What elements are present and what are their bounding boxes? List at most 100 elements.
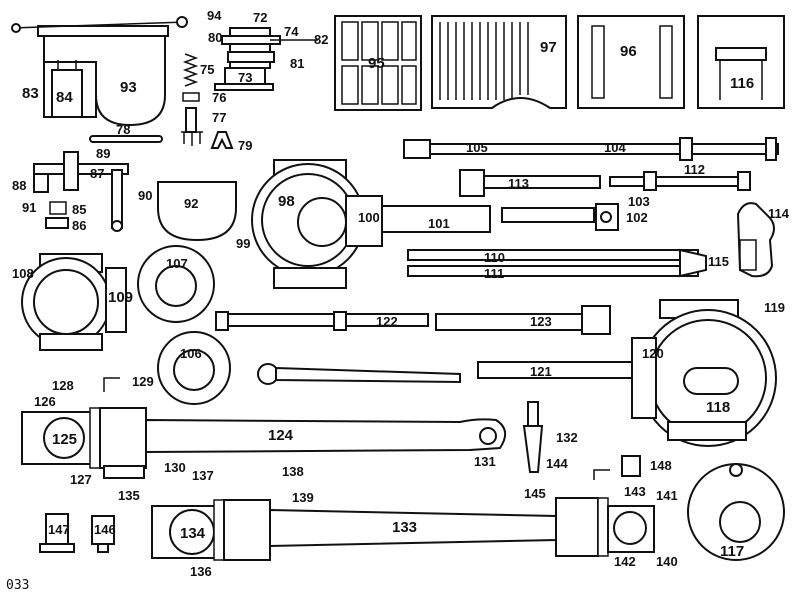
label-92: 92 xyxy=(184,196,198,211)
label-117: 117 xyxy=(720,543,744,560)
label-122: 122 xyxy=(376,314,398,329)
label-126: 126 xyxy=(34,394,56,409)
label-99: 99 xyxy=(236,236,250,251)
label-135: 135 xyxy=(118,488,140,503)
label-121: 121 xyxy=(530,364,552,379)
part-106-disc xyxy=(157,331,231,405)
part-122-rod xyxy=(215,311,429,331)
part-labels: 94 72 74 80 82 81 73 75 76 77 79 78 83 8… xyxy=(12,8,790,579)
part-107-disc xyxy=(137,245,215,323)
label-147: 147 xyxy=(48,522,70,537)
label-97: 97 xyxy=(540,39,557,56)
part-104-rod xyxy=(403,137,779,161)
label-143: 143 xyxy=(624,484,646,499)
label-130: 130 xyxy=(164,460,186,475)
part-133-connecting-rod xyxy=(151,469,655,561)
label-75: 75 xyxy=(200,62,214,77)
part-115-slot xyxy=(739,239,757,271)
label-87: 87 xyxy=(90,166,104,181)
part-123-rod xyxy=(435,305,611,335)
label-133: 133 xyxy=(392,519,417,536)
label-85: 85 xyxy=(72,202,86,217)
label-73: 73 xyxy=(238,70,252,85)
part-76-block xyxy=(182,92,200,102)
label-119: 119 xyxy=(764,300,785,315)
part-78-rod xyxy=(89,135,163,143)
label-115: 115 xyxy=(708,254,729,269)
part-96-plate xyxy=(577,15,685,109)
label-93: 93 xyxy=(120,79,137,96)
label-90: 90 xyxy=(138,188,152,203)
part-77-fork xyxy=(181,107,203,146)
label-105: 105 xyxy=(466,140,488,155)
label-134: 134 xyxy=(180,525,206,542)
label-104: 104 xyxy=(604,140,626,155)
part-116-housing xyxy=(697,15,785,109)
part-85-block xyxy=(45,201,69,229)
label-138: 138 xyxy=(282,464,304,479)
label-80: 80 xyxy=(208,30,222,45)
label-109: 109 xyxy=(108,289,133,306)
label-98: 98 xyxy=(278,193,295,210)
part-92-plate xyxy=(157,181,237,242)
part-121-rod xyxy=(257,361,633,385)
label-79: 79 xyxy=(238,138,252,153)
part-147-fitting xyxy=(39,513,75,553)
label-131: 131 xyxy=(474,454,496,469)
part-148-nut xyxy=(621,455,641,477)
label-141: 141 xyxy=(656,488,678,503)
label-111: 111 xyxy=(484,266,504,281)
part-79-claw xyxy=(210,131,234,149)
label-88: 88 xyxy=(12,178,26,193)
corner-code: 033 xyxy=(6,578,30,593)
label-140: 140 xyxy=(656,554,678,569)
label-101: 101 xyxy=(428,216,450,231)
label-102: 102 xyxy=(626,210,648,225)
part-95-grid xyxy=(334,15,422,111)
label-108: 108 xyxy=(12,266,34,281)
label-74: 74 xyxy=(284,24,299,39)
label-145: 145 xyxy=(524,486,546,501)
label-125: 125 xyxy=(52,431,77,448)
label-96: 96 xyxy=(620,43,637,60)
part-94-pin xyxy=(11,16,188,33)
label-127: 127 xyxy=(70,472,92,487)
label-148: 148 xyxy=(650,458,672,473)
label-123: 123 xyxy=(530,314,552,329)
label-132: 132 xyxy=(556,430,578,445)
label-72: 72 xyxy=(253,10,267,25)
part-98-connecting-rod xyxy=(251,159,491,289)
part-117-disc xyxy=(687,463,785,561)
label-128: 128 xyxy=(52,378,74,393)
part-108-bearing xyxy=(20,253,127,351)
label-144: 144 xyxy=(546,456,568,471)
label-137: 137 xyxy=(192,468,214,483)
label-86: 86 xyxy=(72,218,86,233)
part-146-fitting xyxy=(91,515,115,553)
part-93-housing xyxy=(37,25,169,127)
label-114: 114 xyxy=(768,206,790,221)
label-84: 84 xyxy=(56,89,73,106)
label-76: 76 xyxy=(212,90,226,105)
label-106: 106 xyxy=(180,346,202,361)
label-77: 77 xyxy=(212,110,226,125)
label-112: 112 xyxy=(684,162,705,177)
label-136: 136 xyxy=(190,564,212,579)
label-81: 81 xyxy=(290,56,304,71)
label-100: 100 xyxy=(358,210,380,225)
part-97-grille xyxy=(431,15,567,109)
part-118-connecting-rod xyxy=(631,299,777,447)
label-139: 139 xyxy=(292,490,314,505)
label-94: 94 xyxy=(207,8,222,23)
label-91: 91 xyxy=(22,200,36,215)
part-110-rod xyxy=(407,248,707,278)
label-142: 142 xyxy=(614,554,636,569)
part-102-rod xyxy=(501,203,619,231)
part-113-rod xyxy=(459,169,751,197)
label-118: 118 xyxy=(706,399,730,416)
label-146: 146 xyxy=(94,522,116,537)
part-132-tool xyxy=(522,401,544,473)
part-124-connecting-rod xyxy=(21,377,507,479)
